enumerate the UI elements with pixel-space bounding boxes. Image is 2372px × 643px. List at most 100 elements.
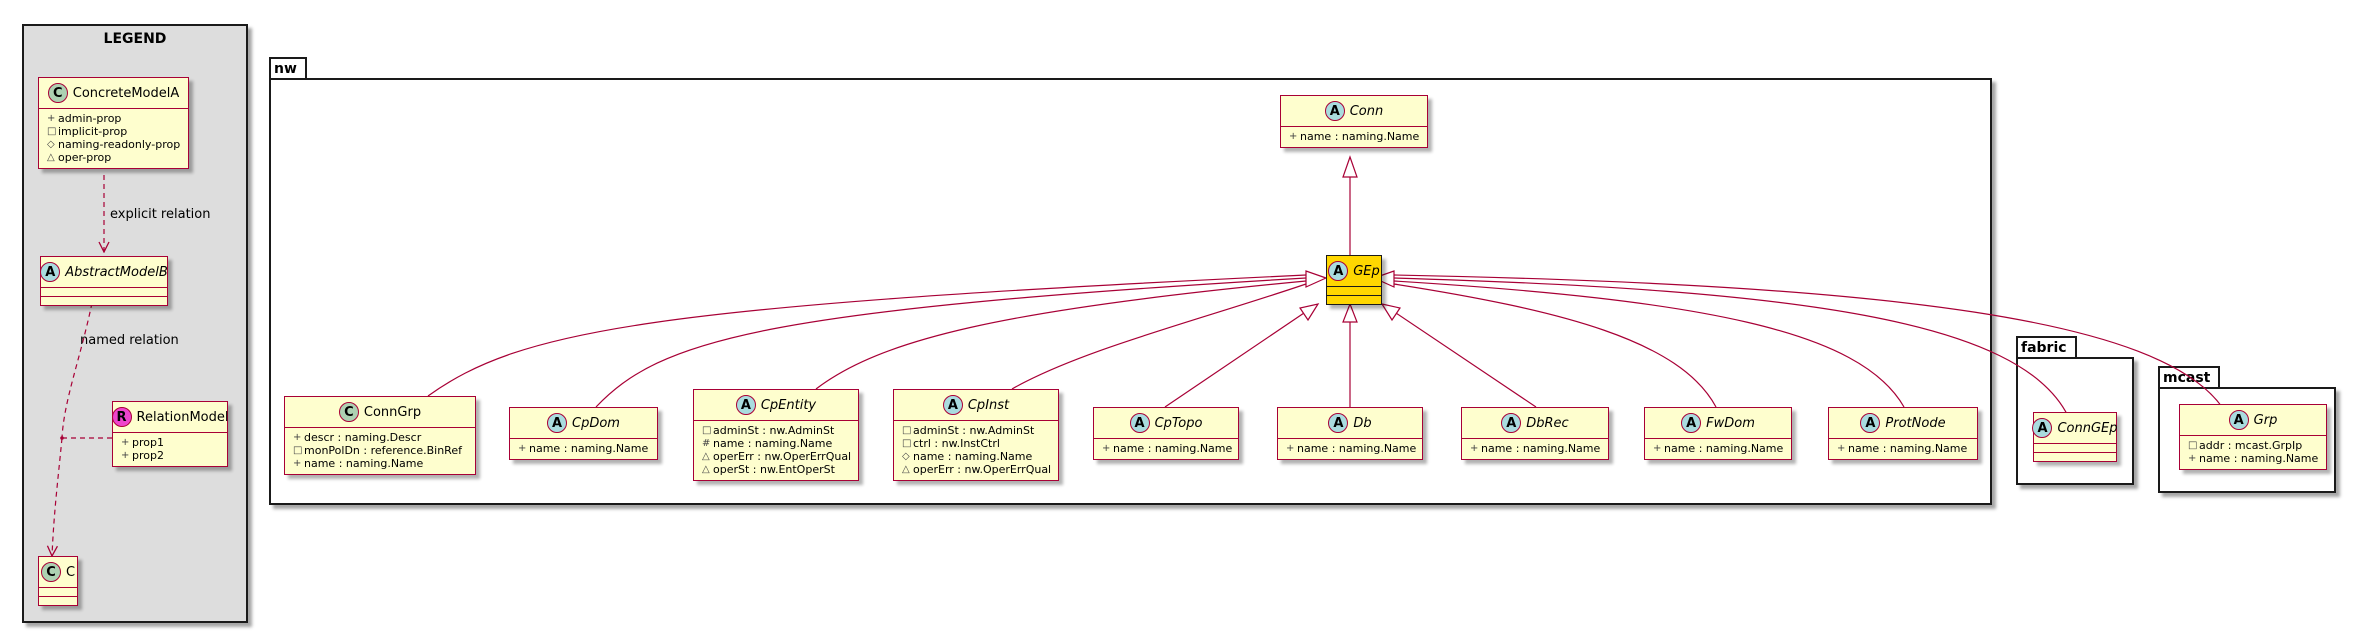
abstract-class-icon: A: [1681, 413, 1702, 433]
abstract-class-icon: A: [2228, 410, 2249, 430]
abstract-class-icon: A: [1328, 413, 1349, 433]
class-name: ProtNode: [1885, 415, 1946, 431]
gep-to-conn-arrowhead: [1342, 155, 1358, 178]
class-attribute: □implicit-prop: [47, 125, 128, 138]
cptopo-arrowhead: [1299, 303, 1320, 322]
abstract-class-icon: A: [40, 262, 61, 282]
class-attribute: △operErr : nw.OperErrQual: [902, 463, 1052, 476]
cpinst-to-gep-line: [1011, 283, 1307, 390]
class-name: Grp: [2253, 412, 2278, 428]
concrete-class-icon: C: [338, 402, 359, 422]
class-attribute: +name : naming.Name: [518, 442, 649, 455]
class-name: Conn: [1349, 103, 1384, 119]
named-relation-line: [61, 302, 93, 439]
class-attribute: □adminSt : nw.AdminSt: [902, 424, 1035, 437]
conngrp-to-gep-line: [427, 274, 1307, 397]
abstract-class-icon: A: [1324, 101, 1345, 121]
class-attribute: +name : naming.Name: [1102, 442, 1233, 455]
class-name: CpTopo: [1154, 415, 1203, 431]
abstract-class-icon: A: [1501, 413, 1522, 433]
class-attribute: □ctrl : nw.InstCtrl: [902, 437, 1000, 450]
explicit-relation-label: explicit relation: [110, 207, 211, 222]
class-attribute: +name : naming.Name: [1286, 442, 1417, 455]
class-name: Db: [1353, 415, 1372, 431]
class-name: ConnGEp: [2057, 420, 2118, 436]
legend-title: LEGEND: [103, 31, 167, 47]
class-attribute: +admin-prop: [47, 112, 122, 125]
abstract-class-icon: A: [2032, 418, 2053, 438]
gep-left-arrowhead: [1305, 270, 1328, 288]
class-attribute: #name : naming.Name: [702, 437, 833, 450]
class-name: CpDom: [572, 415, 620, 431]
dbrec-arrowhead: [1380, 303, 1401, 322]
db-arrowhead: [1342, 302, 1358, 323]
class-attribute: △oper-prop: [47, 151, 112, 164]
class-attribute: +name : naming.Name: [293, 457, 424, 470]
class-attribute: △operErr : nw.OperErrQual: [702, 450, 852, 463]
protnode-to-gep-line: [1393, 280, 1905, 408]
fwdom-to-gep-line: [1393, 283, 1717, 408]
class-attribute: +name : naming.Name: [1289, 130, 1420, 143]
class-name: AbstractModelB: [65, 264, 168, 280]
class-attribute: +name : naming.Name: [1470, 442, 1601, 455]
package-mcast-tab: mcast: [2158, 366, 2221, 389]
class-name: ConnGrp: [363, 404, 422, 420]
class-attribute: +name : naming.Name: [2188, 452, 2319, 465]
relation-to-c-line: [52, 437, 63, 556]
relation-junction: [60, 436, 64, 440]
package-nw-tab: nw: [269, 57, 307, 80]
relation-class-icon: R: [111, 407, 132, 427]
class-name: C: [65, 564, 76, 580]
cpentity-to-gep-line: [815, 280, 1307, 390]
class-attribute: □monPolDn : reference.BinRef: [293, 444, 462, 457]
class-attribute: +descr : naming.Descr: [293, 431, 422, 444]
package-fabric-tab: fabric: [2016, 336, 2077, 359]
class-name: FwDom: [1706, 415, 1755, 431]
class-attribute: □addr : mcast.GrpIp: [2188, 439, 2303, 452]
class-name: CpEntity: [760, 397, 817, 413]
named-relation-label: named relation: [80, 333, 179, 348]
conngep-to-gep-line: [1393, 277, 2069, 417]
concrete-class-icon: C: [40, 562, 61, 582]
grp-to-gep-line: [1393, 274, 2223, 408]
abstract-class-icon: A: [735, 395, 756, 415]
class-name: GEp: [1353, 263, 1380, 279]
concrete-class-icon: C: [47, 83, 68, 103]
class-attribute: □adminSt : nw.AdminSt: [702, 424, 835, 437]
class-name: CpInst: [967, 397, 1010, 413]
abstract-class-icon: A: [547, 413, 568, 433]
class-attribute: △operSt : nw.EntOperSt: [702, 463, 835, 476]
abstract-class-icon: A: [942, 395, 963, 415]
abstract-class-icon: A: [1328, 261, 1349, 281]
cpdom-to-gep-line: [595, 277, 1307, 408]
abstract-class-icon: A: [1860, 413, 1881, 433]
gep-right-arrowhead: [1372, 270, 1395, 288]
class-name: DbRec: [1526, 415, 1569, 431]
cptopo-to-gep-line: [1164, 312, 1305, 408]
dbrec-to-gep-line: [1395, 312, 1537, 408]
class-attribute: +name : naming.Name: [1653, 442, 1784, 455]
abstract-class-icon: A: [1129, 413, 1150, 433]
class-attribute: ◇name : naming.Name: [902, 450, 1033, 463]
class-name: ConcreteModelA: [72, 85, 180, 101]
class-attribute: +prop2: [121, 449, 164, 462]
class-name: RelationModel: [136, 409, 229, 425]
